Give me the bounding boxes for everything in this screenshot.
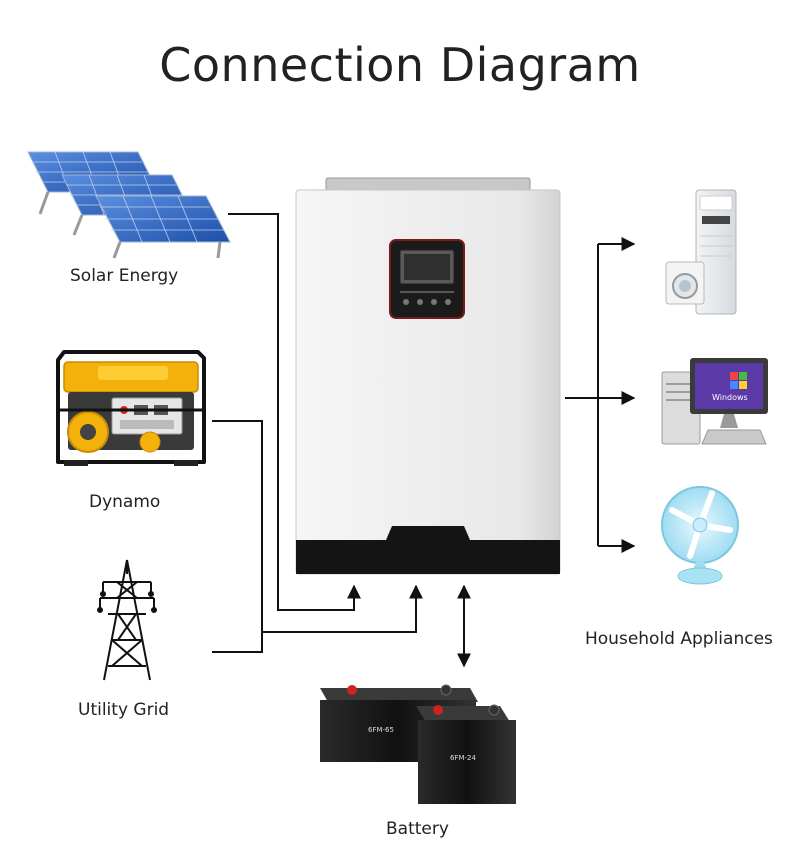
computer-icon: Windows [661,358,768,445]
generator-icon [56,350,206,466]
windows-screen-text: Windows [712,393,748,402]
battery-small-icon: 6FM-24 [416,704,516,804]
solar-label: Solar Energy [70,266,179,286]
air-conditioner-icon [695,189,737,315]
solar-to-inverter-line [228,213,361,611]
grid-to-inverter-line [212,632,263,653]
inverter-icon [295,177,561,575]
solar-panel-icon [27,151,231,259]
fan-icon [661,486,739,585]
battery-small-model: 6FM-24 [450,754,476,762]
washing-machine-icon [665,261,705,305]
dynamo-label: Dynamo [89,492,161,512]
battery-label: Battery [386,819,449,839]
battery-large-model: 6FM-65 [368,726,394,734]
transmission-tower-icon [97,559,157,681]
appliances-label: Household Appliances [585,629,773,649]
page-title: Connection Diagram [159,38,641,92]
grid-label: Utility Grid [78,700,170,720]
